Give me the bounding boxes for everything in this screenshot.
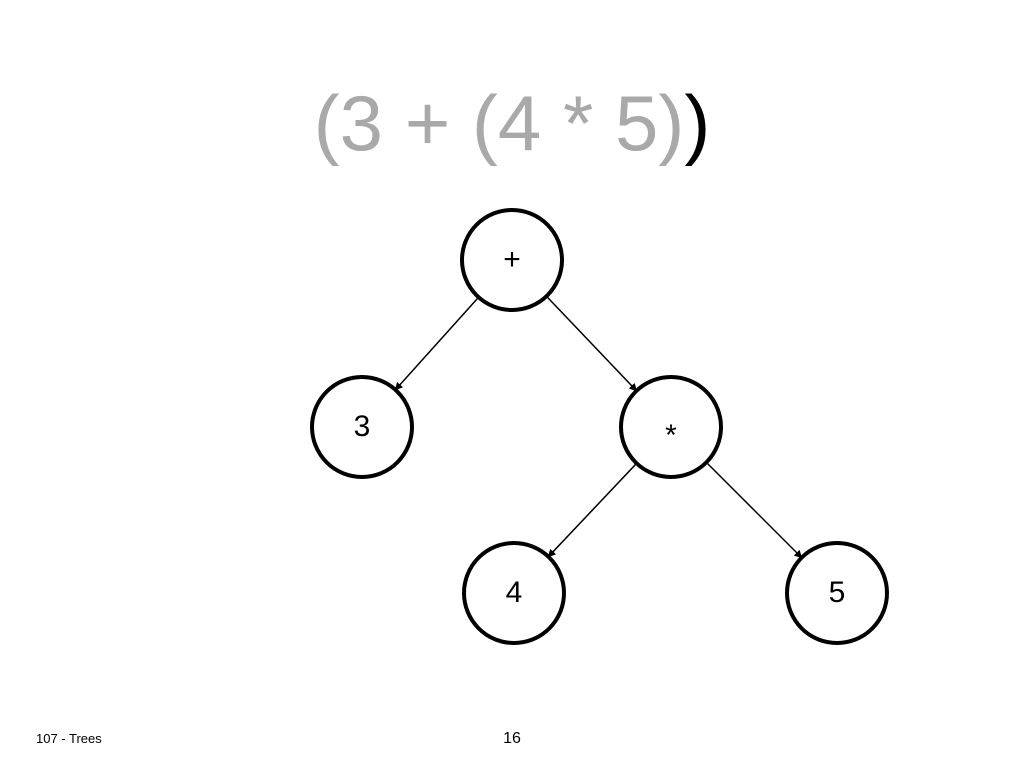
node-label-times: * [665, 419, 677, 452]
node-label-plus: + [503, 243, 521, 276]
node-label-five: 5 [829, 576, 846, 609]
node-circle-times [619, 375, 723, 479]
title-closing-paren: ) [684, 79, 711, 167]
tree-node-plus: + [460, 208, 564, 312]
tree-node-times: * [619, 375, 723, 479]
node-label-three: 3 [354, 410, 371, 443]
slide-title: (3 + (4 * 5)) [0, 78, 1024, 168]
tree-edges [394, 295, 803, 559]
tree-node-four: 4 [462, 541, 566, 645]
footer-course-label: 107 - Trees [36, 731, 102, 746]
node-circle-five [785, 541, 889, 645]
node-circle-four [462, 541, 566, 645]
node-circle-plus [460, 208, 564, 312]
node-circle-three [310, 375, 414, 479]
edge-plus-to-times [545, 295, 638, 392]
node-label-four: 4 [506, 576, 523, 609]
tree-nodes: +3 * 4 5 [310, 208, 889, 645]
tree-node-three: 3 [310, 375, 414, 479]
title-expression: (3 + (4 * 5) [313, 79, 685, 167]
tree-node-five: 5 [785, 541, 889, 645]
edge-plus-to-three [394, 296, 480, 391]
page-number: 16 [503, 730, 521, 747]
edge-times-to-five [705, 461, 803, 559]
edge-times-to-four [547, 462, 638, 558]
